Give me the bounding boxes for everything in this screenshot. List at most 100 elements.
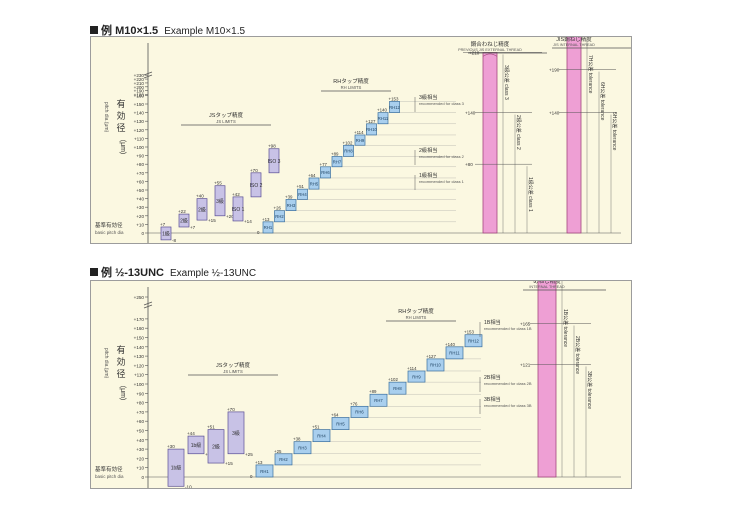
- rh-bar: [293, 441, 312, 455]
- rh-top-value: +127: [426, 354, 436, 359]
- rh-bar-label: RH6: [355, 410, 364, 415]
- y-tick-label: +80: [136, 401, 144, 406]
- y-axis-label-jp: 径: [116, 368, 125, 379]
- thread-tolerance-bar: [566, 37, 582, 234]
- y-tick-label: +100: [134, 145, 145, 150]
- rh-top-value: +102: [388, 377, 398, 382]
- js-bottom-value: -8: [172, 238, 177, 243]
- rh-bar-label: RH2: [275, 214, 284, 219]
- rh-top-value: +64: [331, 412, 339, 417]
- y-tick-label: +210: [134, 81, 145, 86]
- js-bar-label: 1b級: [191, 442, 202, 449]
- js-bottom-value: +15: [208, 218, 216, 223]
- heading-size: M10×1.5: [115, 25, 159, 37]
- js-bar: [167, 448, 185, 487]
- y-tick-label: +180: [134, 93, 145, 98]
- thread-title-jp: めねじ精度: [533, 281, 561, 285]
- y-tick-label: +40: [136, 197, 144, 202]
- rh-top-value: +26: [274, 206, 282, 211]
- rh-bar-label: RH5: [336, 421, 345, 426]
- y-tick-label: +120: [134, 363, 145, 368]
- js-bar: [160, 226, 172, 241]
- rh-top-value: +38: [293, 437, 301, 442]
- rh-top-value: +76: [350, 401, 358, 406]
- rec-label-en: recommended for class 3B: [484, 403, 532, 408]
- basic-pitch-label-jp: 基準有効径: [95, 465, 123, 473]
- rh-bar-label: RH8: [344, 149, 353, 154]
- thread-mid-value: +140: [549, 111, 560, 116]
- rh-top-value: +102: [343, 140, 353, 145]
- rh-top-value: +114: [354, 130, 364, 135]
- js-top-value: +70: [250, 168, 258, 173]
- heading-en: Example ½-13UNC: [169, 268, 257, 279]
- y-tick-label: +160: [134, 93, 145, 98]
- rh-bar-label: RH11: [378, 116, 389, 121]
- basic-pitch-label-jp: 基準有効径: [95, 221, 123, 229]
- rh-bar-label: RH10: [366, 127, 377, 132]
- js-bottom-value: +25: [245, 452, 253, 457]
- js-bar-label: 2級: [180, 218, 188, 225]
- y-tick-label: +120: [134, 128, 145, 133]
- rh-bar: [377, 112, 389, 125]
- rh-bar: [389, 101, 400, 113]
- class-tolerance-label: 5H公差 tolerance: [611, 112, 618, 151]
- rec-label-jp: 2級相当: [419, 146, 437, 154]
- js-bar-label: 1級: [162, 230, 170, 237]
- js-bar-label: 3級: [216, 198, 224, 205]
- tolerance-diagram-unc: +250+170+160+150+140+130+120+110+100+90+…: [95, 281, 621, 488]
- rh-top-value: +64: [308, 173, 316, 178]
- rh-bar-label: RH11: [449, 351, 460, 356]
- y-tick-label: +110: [134, 136, 144, 141]
- heading-square-icon: [90, 268, 98, 276]
- thread-title-jp: JIS鋼ねじ精度: [556, 37, 592, 43]
- y-tick-label: +130: [134, 119, 145, 124]
- rh-top-value: +25: [274, 449, 282, 454]
- rh-bar: [331, 156, 343, 168]
- js-top-value: +42: [232, 192, 240, 197]
- rh-bar-label: RH9: [412, 374, 421, 379]
- rh-bar-label: RH12: [468, 339, 479, 344]
- rh-top-value: +13: [255, 460, 263, 465]
- y-axis-label-jp: 効: [116, 356, 125, 367]
- class-tolerance-label: 2B公差 tolerance: [574, 336, 581, 374]
- y-tick-label: +20: [136, 456, 144, 461]
- heading-en: Example M10×1.5: [164, 26, 246, 37]
- y-tick-label: +110: [134, 373, 144, 378]
- rh-bar: [320, 166, 331, 179]
- rh-bar-label: RH12: [389, 105, 400, 110]
- rh-bar-label: RH4: [317, 433, 326, 438]
- js-top-value: +22: [178, 209, 186, 214]
- rh-bar-label: RH8: [393, 386, 402, 391]
- y-axis-unit: (μm): [119, 140, 126, 155]
- y-tick-label: 0: [141, 231, 144, 236]
- rh-bar: [262, 221, 274, 234]
- y-tick-label: +90: [136, 391, 144, 396]
- rec-label-jp: 3B相当: [484, 395, 501, 403]
- y-tick-label: +140: [134, 345, 145, 350]
- js-top-value: +7: [160, 222, 166, 227]
- y-tick-label: +90: [136, 154, 144, 159]
- rh-bar: [369, 393, 388, 407]
- y-tick-label: +190: [134, 89, 145, 94]
- rh-top-value: +13: [262, 217, 270, 222]
- rh-top-value: +140: [445, 342, 455, 347]
- class-tolerance-label: 1B公差 tolerance: [562, 309, 569, 347]
- rec-label-en: recommended for class 1B: [484, 326, 532, 331]
- rh-bar: [388, 381, 407, 395]
- rh-bar-label: RH4: [298, 192, 307, 197]
- js-title-en: JS LIMITS: [216, 119, 236, 124]
- rh-bar: [354, 134, 366, 146]
- rh-bottom-value: 0: [257, 230, 260, 235]
- thread-tolerance-bar: [482, 51, 498, 234]
- js-bar: [268, 148, 280, 174]
- rh-bar: [297, 188, 308, 200]
- js-top-value: +30: [167, 444, 175, 449]
- rh-bar-label: RH7: [333, 159, 342, 164]
- js-top-value: +44: [187, 431, 195, 436]
- axis-break-icon: [143, 71, 153, 79]
- y-tick-label: +230: [134, 73, 145, 78]
- thread-title-en: PREVIOUS JIS EXTERNAL THREAD: [458, 48, 522, 52]
- y-tick-label: +70: [136, 171, 144, 176]
- y-tick-label: +50: [136, 429, 144, 434]
